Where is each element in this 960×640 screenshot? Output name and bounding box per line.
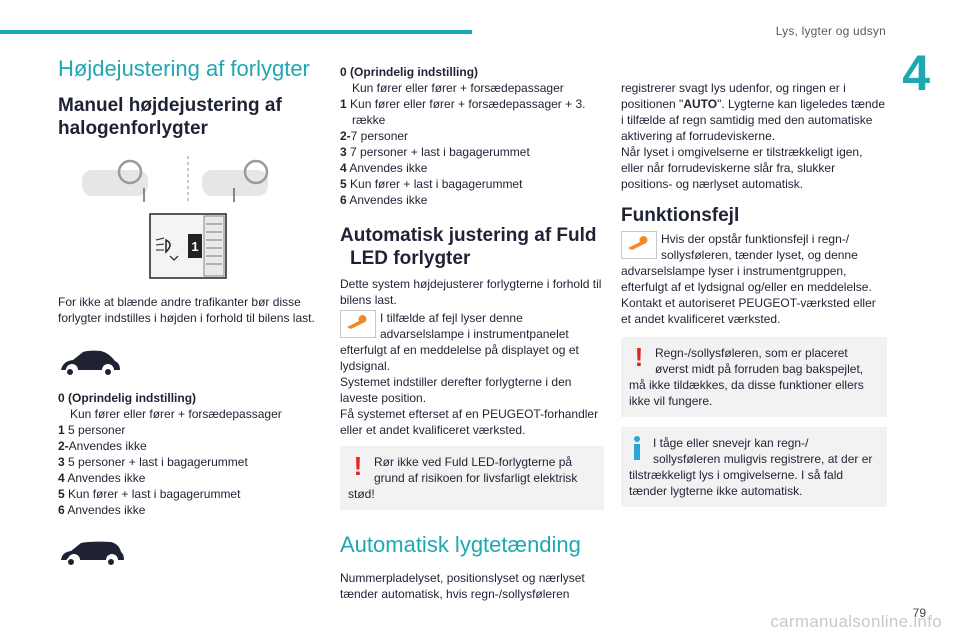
dial-illustration-wrap: 1 [58,212,320,284]
column-2: 0 (Oprindelig indstilling) Kun fører ell… [340,64,604,602]
auto-title-line-1: Automatisk justering af Fuld [340,225,597,246]
list-item: 3 7 personer + last i bagagerummet [340,145,530,159]
subsection-title-malfunction: Funktionsfejl [621,205,740,226]
wrench-warning-icon [340,310,376,338]
section-header-title: Lys, lygter og udsyn [775,24,886,38]
section-title-auto-lights: Automatisk lygtetænding [340,532,581,557]
column-1: Højdejustering af forlygter Manuel højde… [58,56,320,570]
auto-lights-continued: registrerer svagt lys udenfor, og ringen… [621,81,886,143]
auto-lights-continued-2: Når lyset i omgivelserne er tilstrækkeli… [621,145,863,191]
list-item: 2-Anvendes ikke [58,439,147,453]
fog-info-box: I tåge eller snevejr kan regn-/ sollysfø… [621,427,887,507]
section-title-headlamp-adjust: Højdejustering af forlygter [58,56,310,81]
exclamation-warning-icon: ! [353,451,363,481]
list-item: 0 (Oprindelig indstilling) [58,391,197,405]
column-3: registrerer svagt lys udenfor, og ringen… [621,80,887,507]
load-list-7-seat: 0 (Oprindelig indstilling) Kun fører ell… [340,64,604,208]
dial-number-label: 1 [191,239,198,254]
list-item: 6 Anvendes ikke [340,193,428,207]
list-item-sub: Kun fører eller fører + forsædepassager [352,81,564,95]
exclamation-warning-icon: ! [634,342,644,372]
info-icon [629,435,645,461]
watermark-text: carmanualsonline.info [770,612,942,631]
load-list-5-seat: 0 (Oprindelig indstilling) Kun fører ell… [58,390,320,518]
car-icon-7-seat [61,541,124,567]
list-item: 1 Kun fører eller fører + forsædepassage… [340,97,586,127]
shock-warning-text: Rør ikke ved Fuld LED-forlygterne på gru… [348,455,578,501]
malfunction-block: Hvis der opstår funktionsfejl i regn-/ s… [621,231,887,327]
header-accent-bar [0,30,472,34]
car-icon-5-seat [61,350,120,377]
sensor-warning-box: ! Regn-/sollysføleren, som er placeret ø… [621,337,887,417]
shock-warning-box: ! Rør ikke ved Fuld LED-forlygterne på g… [340,446,604,510]
subsection-title-auto-led: Automatisk justering af Fuld LED forlygt… [340,224,604,270]
auto-intro-text: Dette system højdejusterer forlygterne i… [340,277,602,307]
auto-fault-text: I tilfælde af fejl lyser denne advarsels… [340,311,579,373]
subtitle-line-1: Manuel højdejustering af [58,95,282,116]
auto-title-line-2: LED forlygter [350,248,471,269]
auto-fault-text-2: Systemet indstiller derefter forlygterne… [340,375,572,405]
list-item: 3 5 personer + last i bagagerummet [58,455,248,469]
subsection-title-manual: Manuel højdejustering af halogenforlygte… [58,94,320,140]
auto-fault-block: I tilfælde af fejl lyser denne advarsels… [340,310,604,438]
headlamp-beam-illustration [82,156,269,204]
fog-info-text: I tåge eller snevejr kan regn-/ sollysfø… [629,436,873,498]
sensor-warning-text: Regn-/sollysføleren, som er placeret øve… [629,346,864,408]
wrench-warning-icon [621,231,657,259]
page-number: 79 [912,606,926,620]
auto-lights-intro: Nummerpladelyset, positionslyset og nærl… [340,571,585,601]
col1-intro-text: For ikke at blænde andre trafikanter bør… [58,295,315,325]
list-item: 1 5 personer [58,423,126,437]
list-item: 4 Anvendes ikke [58,471,146,485]
list-item: 2-7 personer [340,129,409,143]
list-item: 4 Anvendes ikke [340,161,428,175]
auto-fault-text-3: Få systemet efterset af en PEUGEOT-forha… [340,407,599,437]
list-item: 6 Anvendes ikke [58,503,146,517]
subtitle-line-2: halogenforlygter [58,118,208,139]
chapter-number: 4 [902,45,930,101]
list-item: 0 (Oprindelig indstilling) [340,65,479,79]
list-item: 5 Kun fører + last i bagagerummet [58,487,241,501]
headlamp-dial-illustration: 1 [149,213,227,279]
list-item-sub: Kun fører eller fører + forsædepassager [70,407,282,421]
malfunction-text: Hvis der opstår funktionsfejl i regn-/ s… [621,232,876,326]
list-item: 5 Kun fører + last i bagagerummet [340,177,523,191]
